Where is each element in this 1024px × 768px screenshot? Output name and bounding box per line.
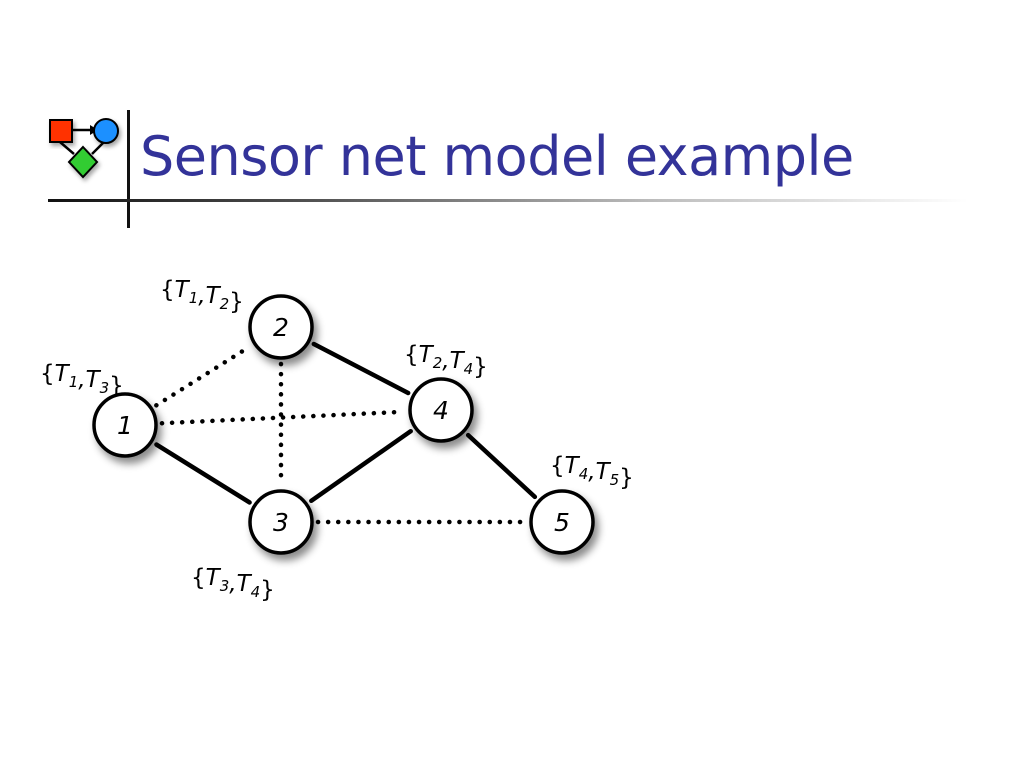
target-name: T: [86, 367, 102, 393]
node-1: 1: [92, 392, 158, 458]
target-subscript: 5: [610, 471, 620, 489]
node-4: 4: [408, 377, 474, 443]
target-subscript: 2: [433, 354, 443, 372]
target-labels: {T1,T3} {T1,T2} {T3,T4} {T2,T4} {T4,T5}: [40, 277, 634, 603]
logo-square: [49, 119, 73, 143]
node-label: 2: [273, 313, 289, 342]
logo-circle: [93, 118, 119, 144]
node-1-target-set: {T1,T3}: [40, 361, 124, 399]
target-subscript: 3: [220, 577, 230, 595]
node-circle: [529, 489, 595, 555]
node-3: 3: [248, 489, 314, 555]
target-subscript: 4: [251, 583, 261, 601]
node-3-target-set: {T3,T4}: [191, 565, 275, 603]
target-name: T: [237, 571, 253, 597]
target-subscript: 4: [579, 465, 589, 483]
edge-1-2-dotted: [154, 344, 252, 408]
title-vertical-rule: [127, 110, 130, 228]
edge-2-4-solid: [311, 341, 411, 396]
target-name: T: [450, 348, 466, 374]
edge-1-4-dotted: [159, 409, 407, 426]
target-subscript: 1: [69, 373, 79, 391]
target-name: T: [596, 459, 612, 485]
node-circle: [248, 294, 314, 360]
target-name: T: [419, 342, 435, 368]
target-name: T: [55, 361, 71, 387]
node-label: 5: [554, 508, 570, 537]
target-name: T: [175, 277, 191, 303]
target-subscript: 2: [220, 295, 230, 313]
edge-4-5-solid: [465, 432, 538, 500]
page-title: Sensor net model example: [140, 125, 854, 188]
node-circle: [92, 392, 158, 458]
nodes: 1 2 3 4 5: [92, 294, 595, 555]
target-subscript: 1: [189, 289, 199, 307]
node-5: 5: [529, 489, 595, 555]
flowchart-logo-icon: [49, 118, 119, 179]
logo-diamond: [67, 145, 99, 179]
node-label: 1: [117, 411, 133, 440]
node-label: 4: [433, 396, 449, 425]
target-subscript: 4: [464, 360, 474, 378]
node-circle: [408, 377, 474, 443]
edge-1-3-solid: [154, 442, 252, 505]
target-name: T: [206, 565, 222, 591]
node-label: 3: [273, 508, 289, 537]
edge-3-4-solid: [309, 428, 413, 504]
edges: [154, 341, 538, 525]
node-2: 2: [248, 294, 314, 360]
node-4-target-set: {T2,T4}: [404, 342, 488, 380]
target-name: T: [565, 453, 581, 479]
target-name: T: [206, 283, 222, 309]
node-2-target-set: {T1,T2}: [160, 277, 244, 315]
node-circle: [248, 489, 314, 555]
node-5-target-set: {T4,T5}: [550, 453, 634, 491]
title-horizontal-rule: [48, 199, 968, 202]
target-subscript: 3: [100, 379, 110, 397]
